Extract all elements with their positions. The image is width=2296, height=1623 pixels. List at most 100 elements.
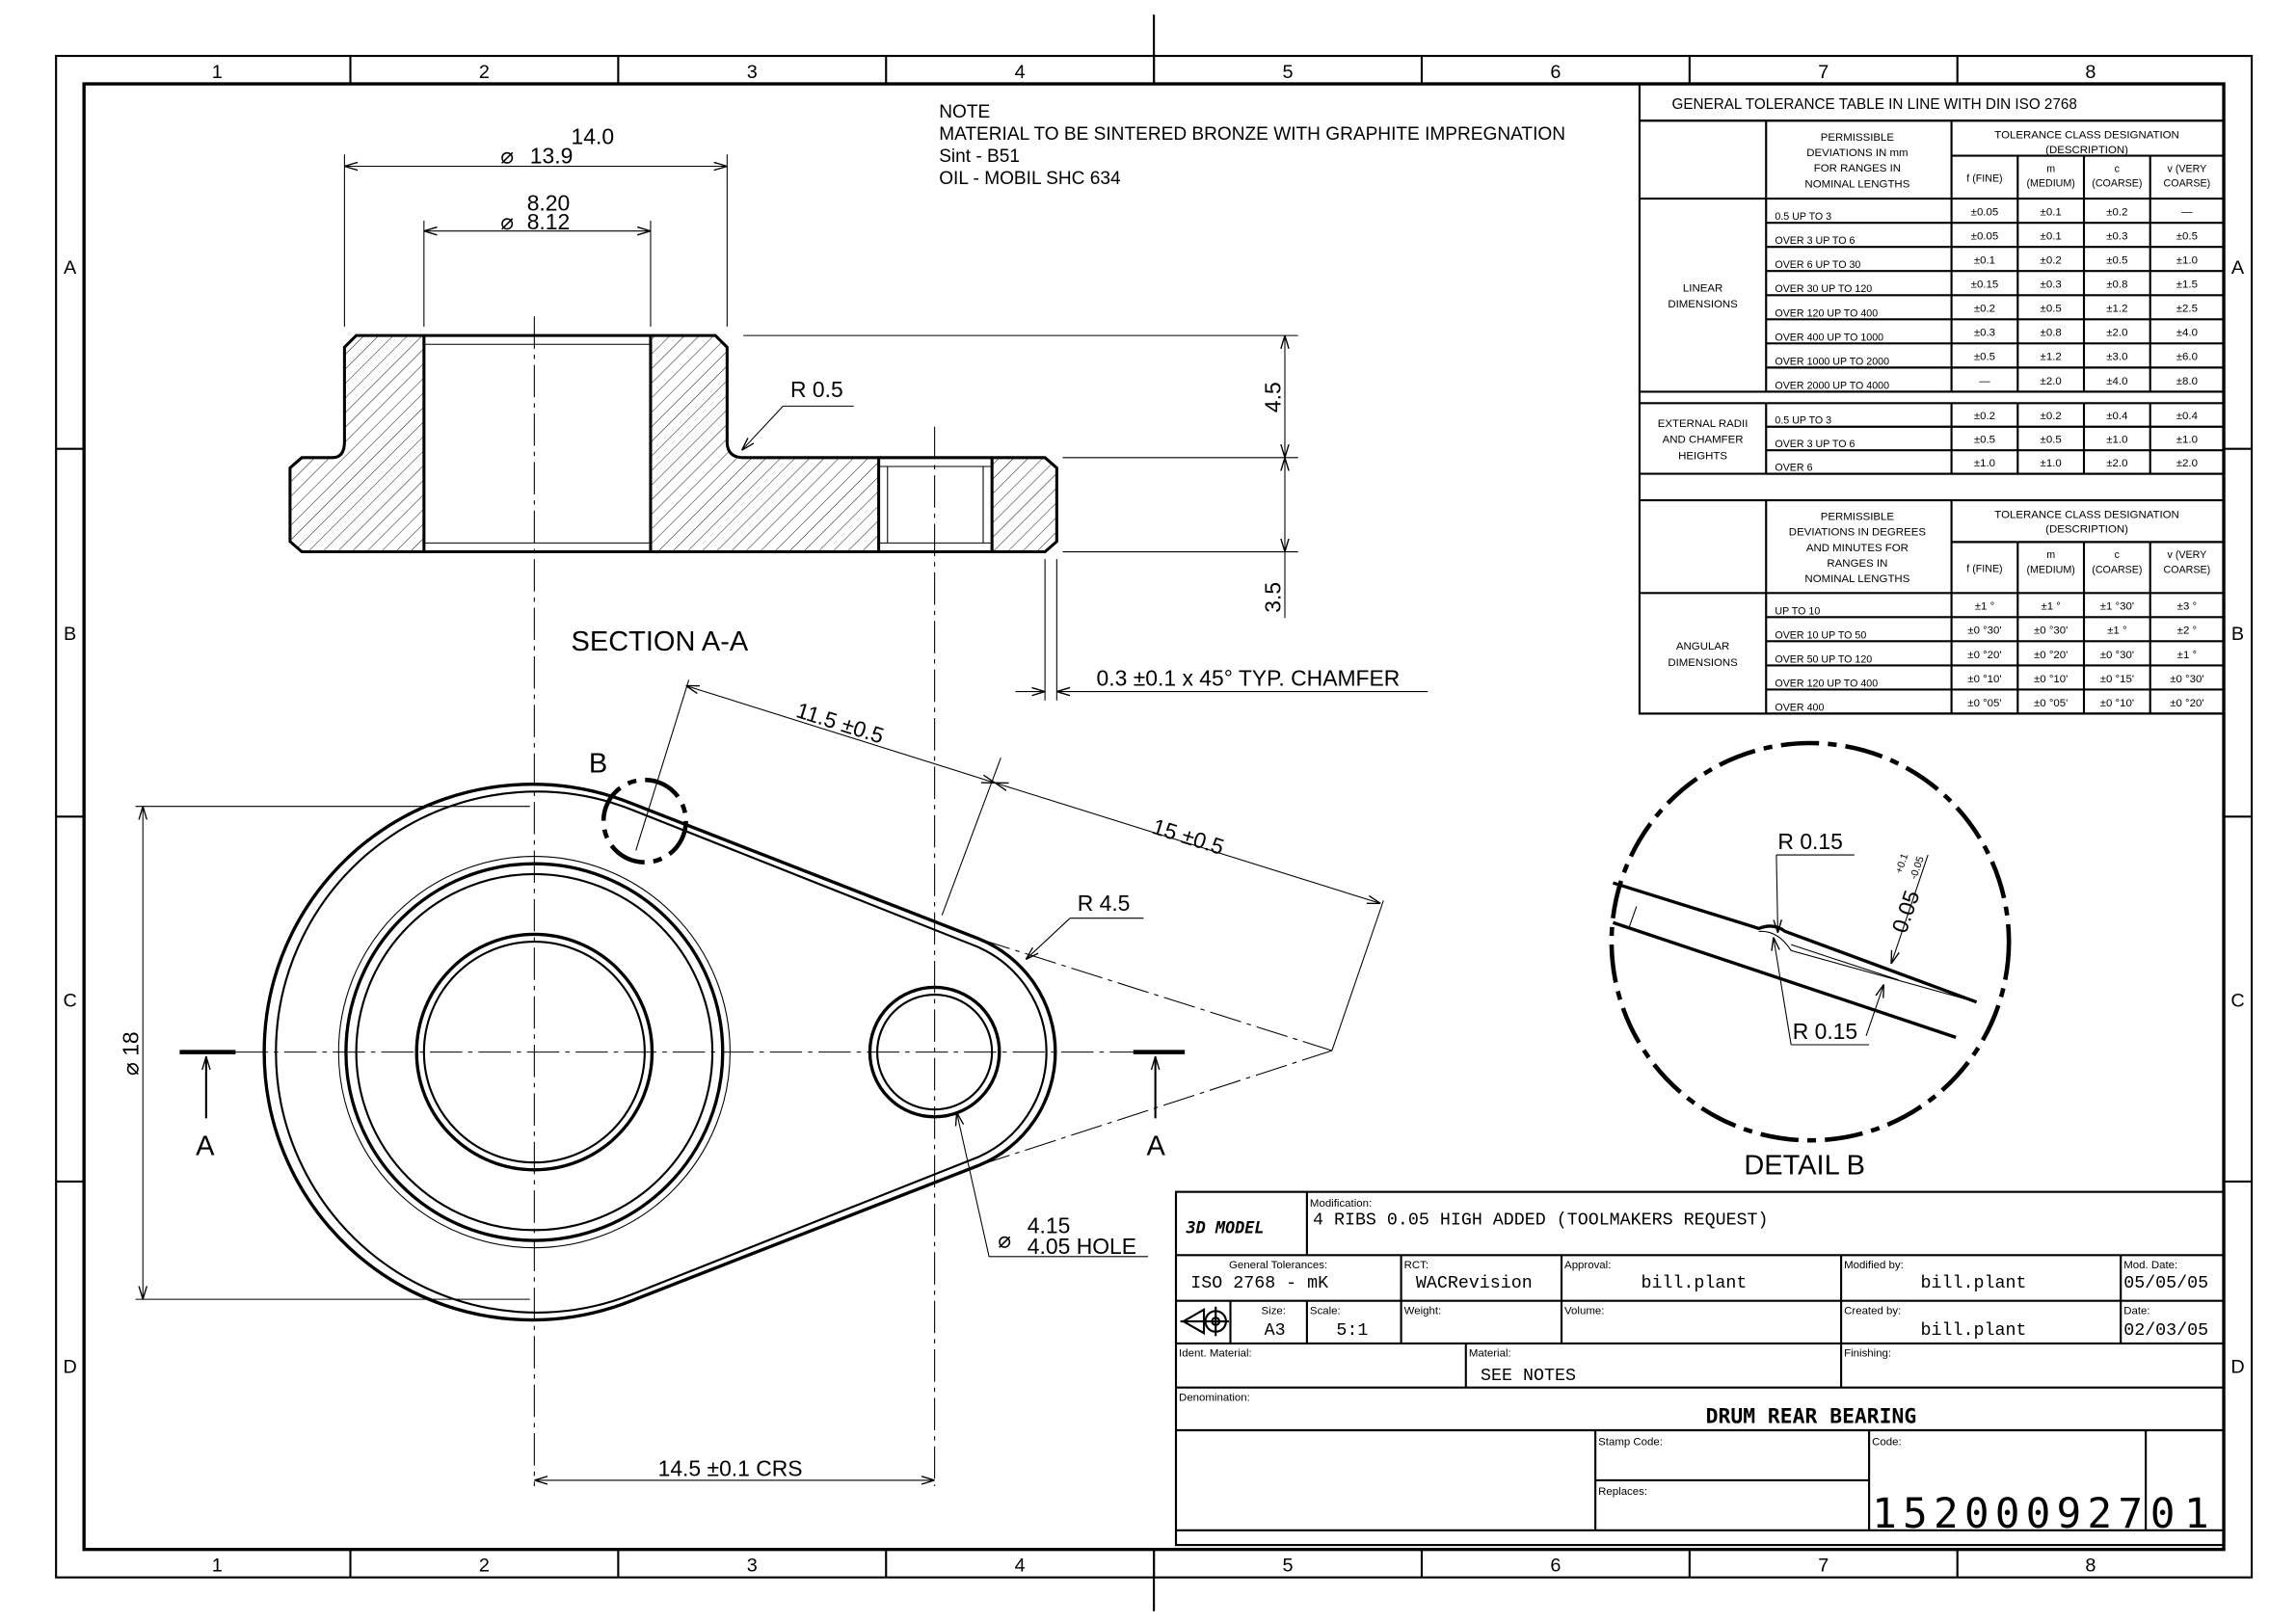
tolerance-value: ±0.5: [2041, 304, 2062, 315]
frame-row-label: D: [63, 1356, 76, 1377]
approval-label: Approval:: [1564, 1260, 1611, 1271]
plan-view: A A 11.5 ±0.5 15 ±0.5 B ⌀ 18 R 4.5 ⌀ 4.1…: [119, 679, 1384, 1480]
tolerance-range: OVER 3 UP TO 6: [1775, 439, 1855, 450]
tolerance-value: ±1 °: [2177, 650, 2197, 661]
tolerance-group-label: HEIGHTS: [1678, 450, 1727, 462]
frame-column-label: 1: [212, 62, 223, 83]
permissible-deviation-header: FOR RANGES IN: [1814, 163, 1901, 174]
permissible-deviation-header: DEVIATIONS IN mm: [1806, 147, 1908, 159]
tolerance-range: OVER 400: [1775, 702, 1824, 713]
tolerance-value: ±8.0: [2176, 376, 2198, 387]
material-value: SEE NOTES: [1481, 1366, 1576, 1386]
tolerance-row: OVER 50 UP TO 120±0 °20'±0 °20'±0 °30'±1…: [1775, 650, 2197, 666]
tolerance-value: ±0.5: [2041, 435, 2062, 446]
frame-row-label: B: [2231, 624, 2244, 645]
tolerance-group-label: DIMENSIONS: [1668, 299, 1738, 310]
detail-b-marker: [601, 777, 688, 865]
tolerance-value: ±0.2: [1974, 304, 1995, 315]
permissible-deviation-header: AND MINUTES FOR: [1806, 543, 1909, 554]
tolerance-value: ±4.0: [2106, 376, 2127, 387]
frame-column-label: 7: [1818, 62, 1829, 83]
frame-row-label: B: [64, 624, 76, 645]
tolerance-row: OVER 400±0 °05'±0 °05'±0 °10'±0 °20': [1775, 698, 2203, 714]
tolerance-range: OVER 120 UP TO 400: [1775, 307, 1878, 319]
dim-outer-min: 13.9: [530, 143, 574, 168]
dim-bore-max: 8.20: [527, 190, 571, 215]
tolerance-value: ±0 °10': [2034, 674, 2068, 685]
modification-text: 4 RIBS 0.05 HIGH ADDED (TOOLMAKERS REQUE…: [1313, 1210, 1769, 1230]
note-line: MATERIAL TO BE SINTERED BRONZE WITH GRAP…: [939, 124, 1565, 145]
dim-fillet-radius: R 0.5: [790, 377, 843, 402]
permissible-deviation-header: NOMINAL LENGTHS: [1804, 573, 1909, 585]
tolerance-value: ±0.05: [1971, 231, 1999, 243]
tolerance-row: OVER 120 UP TO 400±0 °10'±0 °10'±0 °15'±…: [1775, 674, 2203, 690]
tolerance-row: OVER 6 UP TO 30±0.1±0.2±0.5±1.0: [1775, 255, 2198, 272]
tolerance-value: ±0 °30': [2170, 674, 2203, 685]
size-value: A3: [1265, 1320, 1286, 1341]
tolerance-value: ±1.0: [2176, 255, 2198, 267]
tolerance-group-label: AND CHAMFER: [1663, 435, 1744, 446]
tolerance-value: ±0.4: [2176, 411, 2199, 422]
tolerance-value: ±0.2: [2041, 411, 2062, 422]
general-tolerances-value: ISO 2768 - mK: [1190, 1273, 1328, 1293]
frame-column-label: 2: [479, 1556, 490, 1577]
tolerance-value: ±0.4: [2106, 411, 2128, 422]
frame-column-label: 1: [212, 1556, 223, 1577]
tolerance-value: ±0.3: [1974, 328, 1995, 339]
tolerance-value: ±1.0: [2041, 458, 2062, 469]
tolerance-value: ±0.3: [2041, 279, 2062, 291]
tolerance-value: ±2.0: [2106, 328, 2127, 339]
tolerance-value: ±0 °30': [1967, 625, 2001, 637]
chamfer-note: 0.3 ±0.1 x 45° TYP. CHAMFER: [1097, 665, 1401, 690]
note-heading: NOTE: [939, 102, 990, 122]
tolerance-group-label: ANGULAR: [1676, 641, 1729, 652]
tolerance-class-name: COARSE): [2164, 564, 2211, 575]
tolerance-range: 0.5 UP TO 3: [1775, 211, 1831, 223]
tolerance-value: ±0 °05': [1967, 698, 2001, 709]
weight-label: Weight:: [1404, 1305, 1442, 1317]
detail-b-view: R 0.15 R 0.15 0.05 +0.1 -0.05 DETAIL B: [1609, 740, 2012, 1181]
tolerance-range: OVER 30 UP TO 120: [1775, 283, 1872, 295]
tolerance-group-label: EXTERNAL RADII: [1658, 418, 1749, 430]
tolerance-class-name: f (FINE): [1966, 173, 2002, 184]
frame-column-label: 5: [1283, 62, 1294, 83]
material-label: Material:: [1469, 1348, 1511, 1360]
tolerance-range: 0.5 UP TO 3: [1775, 415, 1831, 427]
permissible-deviation-header: DEVIATIONS IN DEGREES: [1789, 527, 1927, 539]
tolerance-value: ±0.8: [2106, 279, 2127, 291]
tolerance-value: ±2 °: [2177, 625, 2197, 637]
tolerance-range: OVER 2000 UP TO 4000: [1775, 380, 1889, 391]
scale-value: 5:1: [1336, 1320, 1368, 1341]
tolerance-value: ±2.0: [2106, 458, 2127, 469]
modified-by-label: Modified by:: [1844, 1260, 1904, 1271]
tolerance-class-name: (COARSE): [2092, 178, 2142, 190]
stamp-code-label: Stamp Code:: [1598, 1436, 1663, 1448]
frame-row-label: C: [63, 990, 76, 1011]
tolerance-value: ±0 °15': [2100, 674, 2134, 685]
tolerance-value: ±2.0: [2041, 376, 2062, 387]
tolerance-row: UP TO 10±1 °±1 °±1 °30'±3 °: [1775, 601, 2197, 618]
general-tolerances-label: General Tolerances:: [1229, 1260, 1327, 1271]
tolerance-class-name: m: [2046, 163, 2055, 174]
tolerance-row: OVER 400 UP TO 1000±0.3±0.8±2.0±4.0: [1775, 328, 2198, 344]
frame-row-label: A: [2231, 257, 2245, 279]
tolerance-class-header: (DESCRIPTION): [2045, 145, 2128, 156]
part-outline-inner: [275, 790, 1048, 1314]
tolerance-value: ±0.2: [1974, 411, 1995, 422]
tolerance-range: OVER 120 UP TO 400: [1775, 678, 1878, 689]
permissible-deviation-header: PERMISSIBLE: [1821, 132, 1895, 144]
tolerance-value: ±0 °20': [2034, 650, 2068, 661]
tolerance-value: ±6.0: [2176, 352, 2198, 363]
tolerance-row: OVER 3 UP TO 6±0.05±0.1±0.3±0.5: [1775, 231, 2198, 248]
detail-radius-bottom: R 0.15: [1793, 1019, 1857, 1044]
tolerance-row: 0.5 UP TO 3±0.05±0.1±0.2—: [1775, 207, 2193, 224]
tolerance-value: ±0 °10': [2100, 698, 2134, 709]
mod-date-label: Mod. Date:: [2123, 1260, 2177, 1271]
dim-lug-radius: R 4.5: [1078, 891, 1131, 916]
tolerance-class-header: (DESCRIPTION): [2045, 524, 2128, 536]
tolerance-range: UP TO 10: [1775, 605, 1820, 617]
tolerance-range: OVER 6 UP TO 30: [1775, 259, 1860, 271]
tolerance-value: —: [2181, 207, 2193, 219]
denomination-label: Denomination:: [1179, 1392, 1250, 1403]
rct-value: WACRevision: [1416, 1273, 1533, 1293]
